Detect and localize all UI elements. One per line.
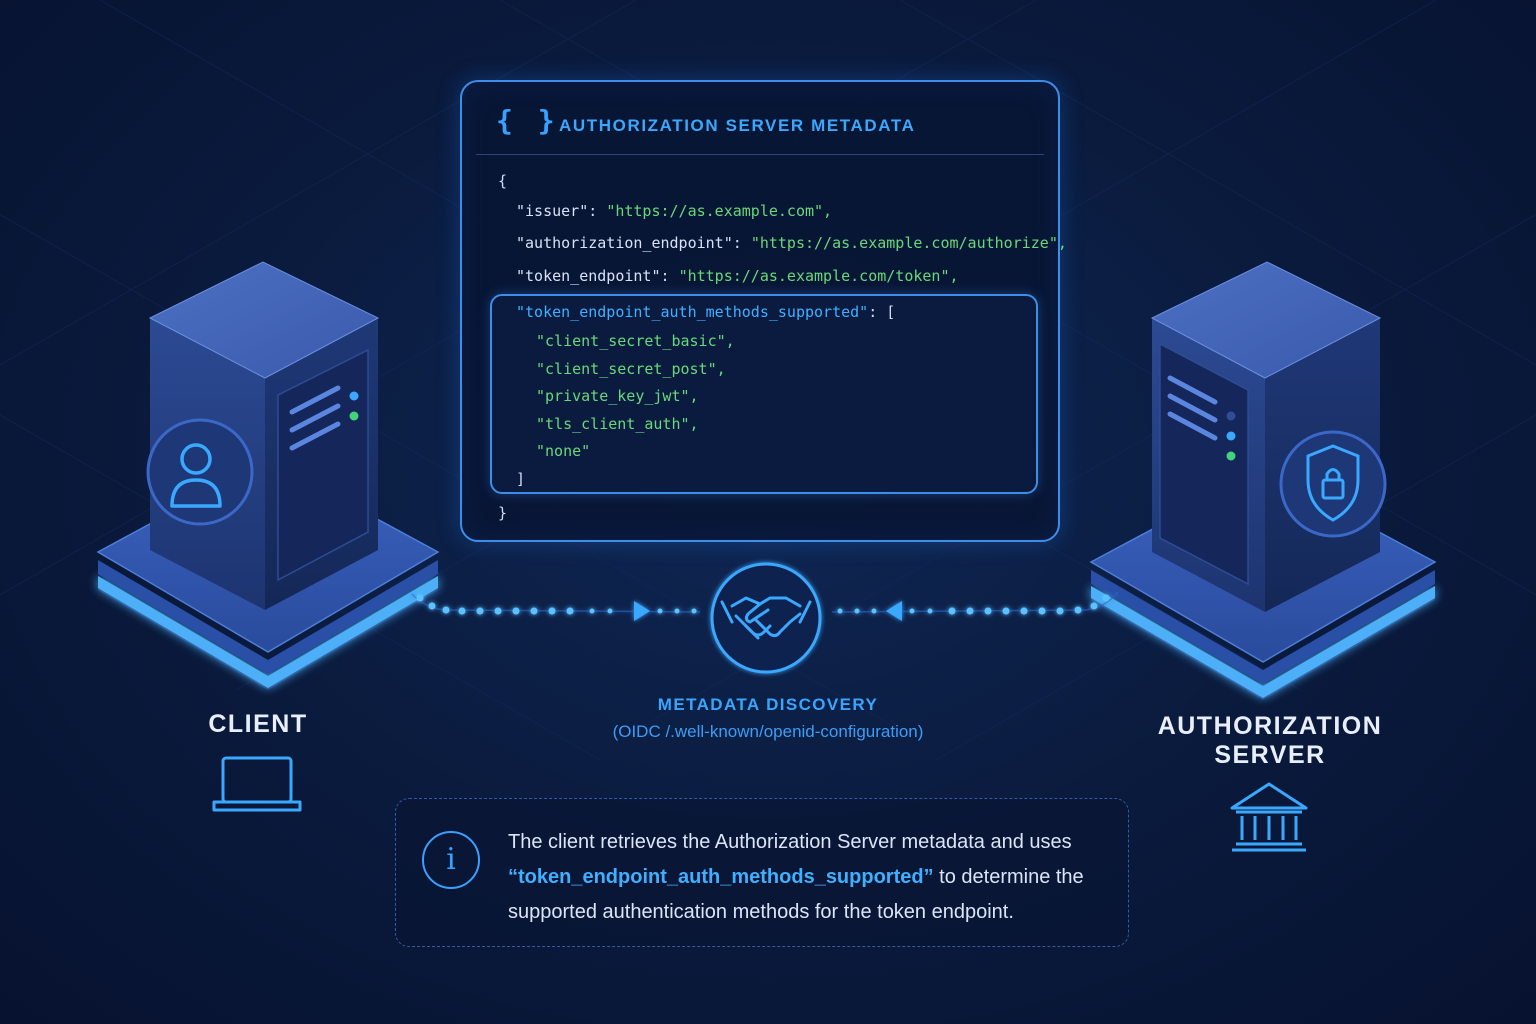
auth-method-item: "client_secret_basic", bbox=[536, 332, 735, 350]
auth-method-item: "client_secret_post", bbox=[536, 360, 726, 378]
auth-method-item: "private_key_jwt", bbox=[536, 387, 699, 405]
json-close-bracket: ] bbox=[516, 470, 526, 488]
json-line-auth-methods-key: "token_endpoint_auth_methods_supported":… bbox=[516, 303, 896, 321]
json-line-issuer: "issuer": "https://as.example.com", bbox=[516, 202, 833, 220]
discovery-connector bbox=[411, 591, 1119, 621]
braces-icon: { } bbox=[496, 104, 559, 137]
metadata-panel: { } AUTHORIZATION SERVER METADATA { "iss… bbox=[460, 80, 1067, 542]
arrow-right-icon bbox=[634, 601, 650, 621]
shield-lock-icon bbox=[1279, 430, 1387, 538]
discovery-title: METADATA DISCOVERY bbox=[657, 695, 879, 714]
auth-method-item: "none" bbox=[536, 442, 591, 460]
server-label-line2: SERVER bbox=[1214, 741, 1326, 769]
json-line-token-endpoint: "token_endpoint": "https://as.example.co… bbox=[516, 267, 959, 285]
panel-divider bbox=[476, 154, 1044, 155]
server-label-line1: AUTHORIZATION bbox=[1157, 712, 1383, 740]
info-box: i The client retrieves the Authorization… bbox=[395, 798, 1129, 947]
laptop-icon bbox=[212, 756, 302, 812]
server-label: AUTHORIZATION SERVER bbox=[1130, 712, 1410, 770]
info-highlight: “token_endpoint_auth_methods_supported” bbox=[508, 866, 934, 888]
discovery-subtitle: (OIDC /.well-known/openid-configuration) bbox=[612, 722, 924, 741]
handshake-icon bbox=[710, 562, 822, 674]
auth-methods-highlight bbox=[490, 294, 1038, 494]
client-label: CLIENT bbox=[208, 710, 308, 738]
auth-method-item: "tls_client_auth", bbox=[536, 415, 699, 433]
json-line-authorization-endpoint: "authorization_endpoint": "https://as.ex… bbox=[516, 234, 1067, 252]
panel-title: AUTHORIZATION SERVER METADATA bbox=[559, 116, 916, 135]
info-icon: i bbox=[422, 831, 480, 889]
arrow-left-icon bbox=[886, 601, 902, 621]
json-open-brace: { bbox=[498, 172, 508, 190]
json-close-brace: } bbox=[498, 504, 508, 522]
bank-icon bbox=[1230, 782, 1308, 852]
info-text: The client retrieves the Authorization S… bbox=[508, 831, 1084, 923]
user-icon bbox=[146, 418, 254, 526]
